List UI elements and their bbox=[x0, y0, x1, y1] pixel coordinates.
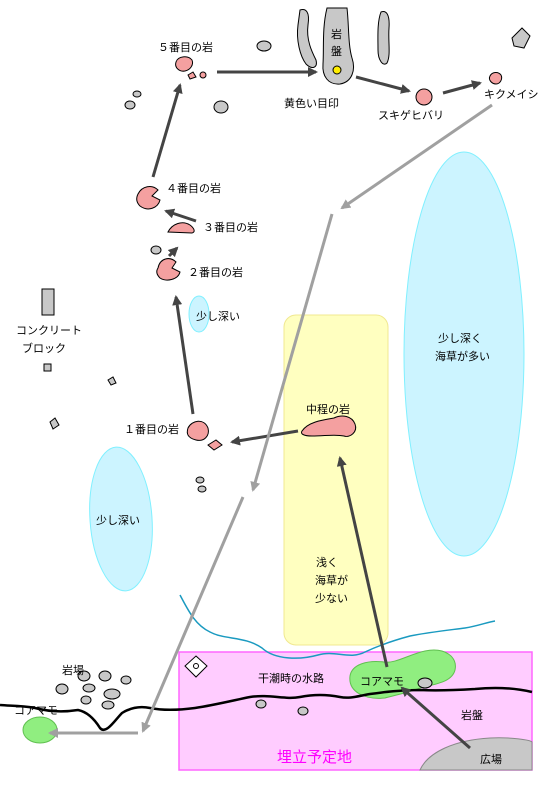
label-sukigehibari: スキゲヒバリ bbox=[378, 109, 444, 122]
label-rock-4: ４番目の岩 bbox=[166, 181, 221, 195]
label-rock-1: １番目の岩 bbox=[124, 422, 179, 436]
label-seagrass-right: コアマモ bbox=[360, 675, 404, 688]
label-middle-rock: 中程の岩 bbox=[306, 402, 350, 416]
rock-2 bbox=[156, 258, 181, 281]
label-seagrass-left: コアマモ bbox=[14, 704, 58, 717]
yellow-mark bbox=[332, 65, 342, 75]
label-plaza: 広場 bbox=[480, 753, 502, 766]
label-iwaba: 岩場 bbox=[62, 663, 84, 677]
middle-rock bbox=[301, 415, 357, 437]
label-slightly-deep-upper: 少し深い bbox=[196, 310, 240, 323]
label-rock-5: ５番目の岩 bbox=[158, 40, 213, 54]
rock-5-pebble-2 bbox=[199, 71, 207, 79]
gray-route bbox=[48, 103, 493, 738]
rock-column-right bbox=[377, 11, 390, 65]
label-deep-seaweed-2: 海草が多い bbox=[435, 349, 490, 363]
label-kikumeishi: キクメイシ bbox=[484, 88, 539, 101]
label-deep-seaweed-1: 少し深く bbox=[438, 332, 482, 345]
gray-rocks bbox=[49, 27, 531, 716]
label-shallow-1: 浅く bbox=[316, 556, 338, 569]
concrete-block-large bbox=[41, 288, 55, 316]
slightly-deep-area-upper bbox=[188, 295, 210, 333]
label-bedrock-top-1: 岩 bbox=[331, 27, 342, 41]
concrete-block-small bbox=[43, 363, 52, 372]
kikumeishi-marker bbox=[489, 72, 503, 85]
rock-1 bbox=[186, 420, 209, 441]
label-shallow-2: 海草が bbox=[315, 573, 348, 587]
label-concrete-2: ブロック bbox=[22, 341, 66, 355]
bedrock-top bbox=[322, 7, 354, 85]
rock-column-left bbox=[297, 9, 317, 68]
rock-5 bbox=[175, 56, 193, 72]
label-rock-2: ２番目の岩 bbox=[188, 265, 243, 279]
rock-3 bbox=[167, 222, 195, 234]
diamond-marker bbox=[184, 655, 208, 678]
deep-seaweed-area bbox=[403, 151, 525, 557]
label-reclamation: 埋立予定地 bbox=[277, 748, 352, 766]
seagrass-right bbox=[349, 649, 456, 699]
label-bedrock-top-2: 盤 bbox=[331, 45, 342, 58]
label-shallow-3: 少ない bbox=[315, 592, 348, 605]
seagrass-left bbox=[22, 716, 58, 744]
low-tide-waterline bbox=[179, 594, 496, 659]
label-rock-3: ３番目の岩 bbox=[203, 220, 258, 234]
dark-route bbox=[151, 67, 482, 750]
label-low-tide-channel: 干潮時の水路 bbox=[258, 671, 324, 685]
sukigehibari-marker bbox=[415, 88, 433, 106]
slightly-deep-area-left bbox=[89, 446, 153, 592]
label-yellow-mark: 黄色い目印 bbox=[284, 96, 339, 110]
rock-5-pebble bbox=[187, 71, 197, 80]
rock-1-pebble bbox=[207, 439, 223, 451]
rock-4 bbox=[136, 186, 161, 210]
shoreline bbox=[0, 686, 533, 731]
label-bedrock-bottom: 岩盤 bbox=[461, 708, 483, 722]
plaza-area bbox=[419, 737, 533, 771]
label-slightly-deep-left: 少し深い bbox=[96, 514, 140, 527]
label-concrete-1: コンクリート bbox=[16, 324, 82, 337]
